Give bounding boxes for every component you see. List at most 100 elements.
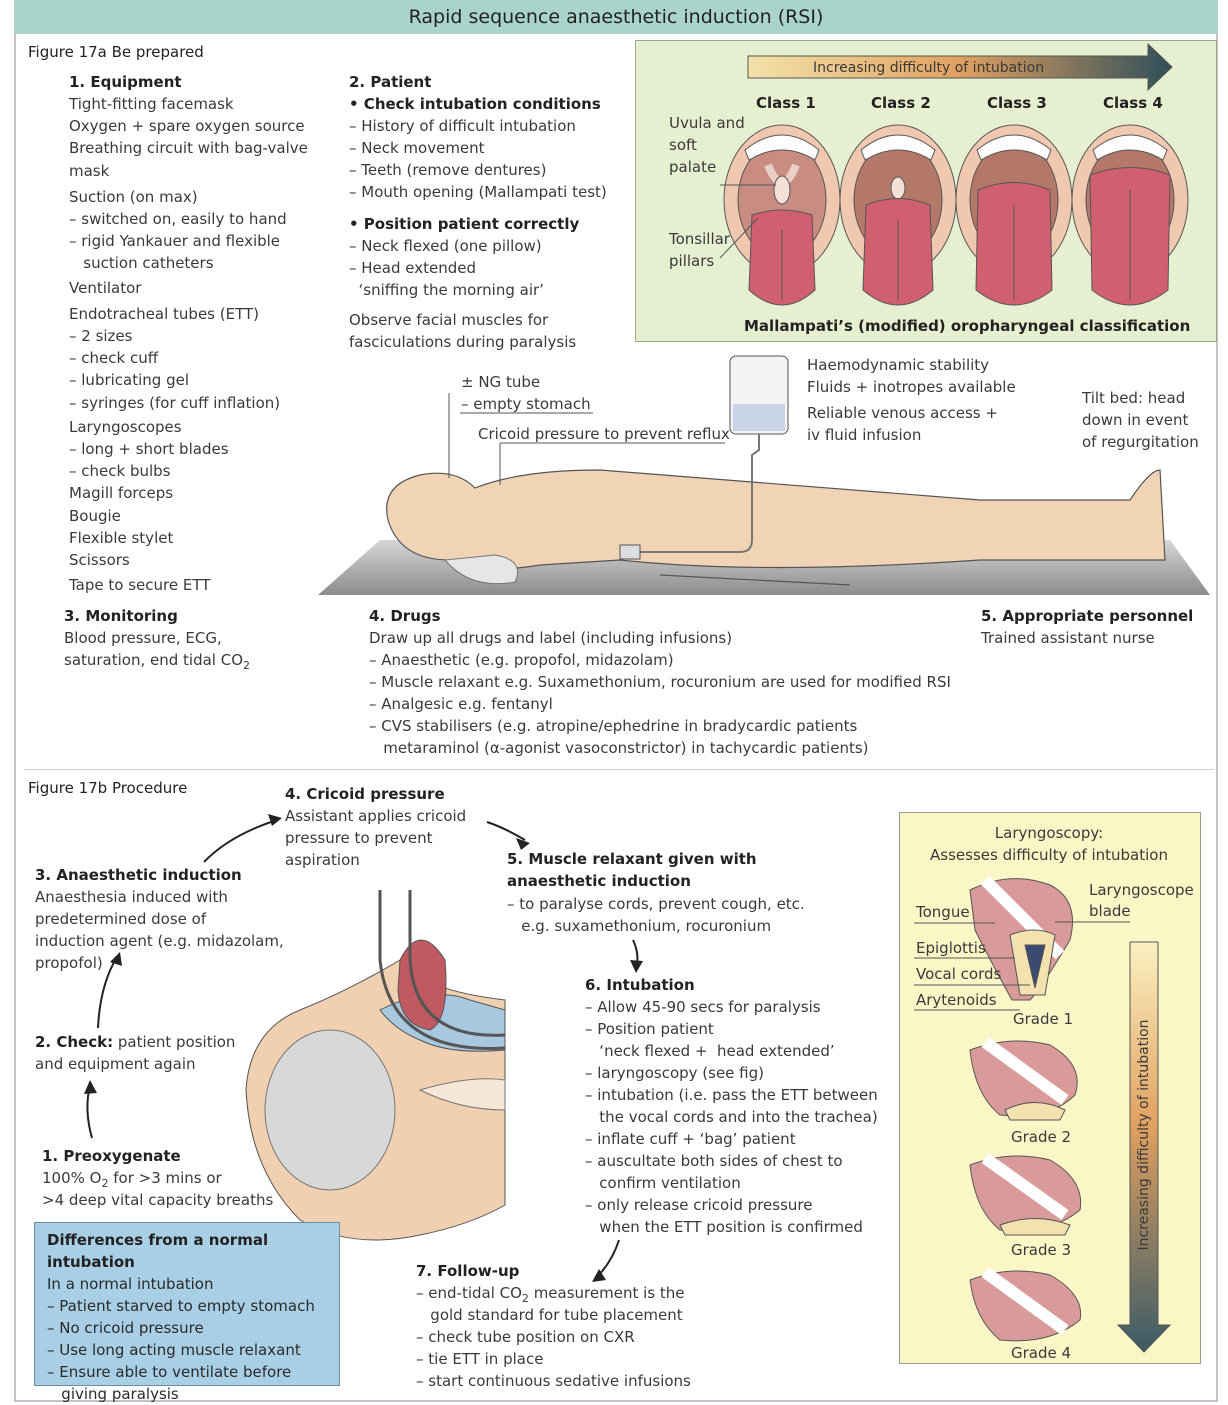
step-6-line: – inflate cuff + ‘bag’ patient (585, 1130, 796, 1148)
laryngoscopy-title-2: Assesses difficulty of intubation (930, 846, 1168, 864)
patient-conditions-list: – History of difficult intubation – Neck… (349, 115, 607, 203)
laryngoscopy-title-1: Laryngoscopy: (994, 824, 1104, 842)
patient-position-list: – Neck flexed (one pillow) – Head extend… (349, 235, 544, 301)
step-6-line: – intubation (i.e. pass the ETT between (585, 1086, 878, 1104)
empty-stomach-label: – empty stomach (461, 395, 591, 413)
haemodynamic-label: Haemodynamic stability Fluids + inotrope… (807, 354, 1016, 398)
step-7-line: – tie ETT in place (416, 1350, 544, 1368)
step-6-line: – Position patient (585, 1020, 714, 1038)
step-7-text-a: – end-tidal CO (416, 1284, 522, 1302)
head-airway-illustration (245, 890, 506, 1241)
step-1-subscript: 2 (101, 1177, 109, 1190)
step-6-line: confirm ventilation (585, 1174, 741, 1192)
equipment-item: Laryngoscopes (69, 417, 182, 436)
cricoid-label: Cricoid pressure to prevent reflux (478, 425, 730, 443)
page-title: Rapid sequence anaesthetic induction (RS… (14, 0, 1218, 34)
differences-heading: Differences from a normal intubation (47, 1231, 269, 1271)
mouth-class-3-icon (955, 124, 1073, 306)
section-divider (24, 769, 1214, 770)
equipment-item: Endotracheal tubes (ETT) (69, 304, 259, 323)
venous-line: Reliable venous access + (807, 404, 998, 422)
step-6-line: – auscultate both sides of chest to (585, 1152, 843, 1170)
step-7-line: – start continuous sedative infusions (416, 1372, 691, 1390)
drugs-item: – CVS stabilisers (e.g. atropine/ephedri… (369, 717, 858, 735)
step-5-line: – to paralyse cords, prevent cough, etc. (507, 895, 805, 913)
step-6-line: ‘neck flexed + head extended’ (585, 1042, 835, 1060)
patient-heading: 2. Patient (349, 73, 432, 91)
step-4-line: aspiration (285, 851, 360, 869)
personnel-line: Trained assistant nurse (981, 629, 1155, 647)
step-6-line: the vocal cords and into the trachea) (585, 1108, 878, 1126)
tonsil-label-line: pillars (669, 252, 715, 270)
step-7-line: gold standard for tube placement (416, 1306, 683, 1324)
equipment-item: mask (69, 161, 110, 180)
tilt-bed-label: Tilt bed: head down in event of regurgit… (1082, 387, 1199, 453)
equipment-item: Flexible stylet (69, 528, 174, 547)
step-6-line: – laryngoscopy (see fig) (585, 1064, 764, 1082)
laryngoscopy-arrow-label: Increasing difficulty of intubation (1136, 1019, 1152, 1251)
differences-list: In a normal intubation – Patient starved… (47, 1273, 327, 1405)
equipment-item: Breathing circuit with bag-valve (69, 139, 308, 158)
patient-item: – Mouth opening (Mallampati test) (349, 183, 607, 201)
mouth-class-1-icon (723, 124, 841, 306)
step-6-line: – Allow 45-90 secs for paralysis (585, 998, 821, 1016)
patient-body-icon (386, 469, 1166, 570)
monitoring-subscript: 2 (243, 659, 251, 672)
step-7-line-1: – end-tidal CO2 measurement is the (416, 1282, 684, 1310)
step-1-text-b: for >3 mins or (108, 1169, 222, 1187)
uvula-label-line: palate (669, 158, 717, 176)
patient-item: – Neck movement (349, 139, 485, 157)
differences-box: Differences from a normal intubation In … (34, 1222, 340, 1403)
mouth-class-2-icon (839, 124, 957, 306)
step-5-line: e.g. suxamethonium, rocuronium (507, 917, 772, 935)
epiglottis-label: Epiglottis (916, 939, 986, 957)
patient-item: fasciculations during paralysis (349, 333, 577, 351)
mallampati-caption: Mallampati’s (modified) oropharyngeal cl… (744, 317, 1191, 335)
laryngoscopy-difficulty-arrow-icon (1116, 941, 1172, 1353)
tonsil-label: Tonsillar pillars (669, 228, 730, 272)
mallampati-class-1-label: Class 1 (756, 94, 816, 112)
equipment-item: – check bulbs (69, 462, 171, 481)
step-7-subscript: 2 (521, 1292, 529, 1305)
step-1-heading: 1. Preoxygenate (42, 1147, 181, 1165)
venous-access-label: Reliable venous access + iv fluid infusi… (807, 402, 998, 446)
mouth-class-4-icon (1071, 124, 1189, 306)
uvula-label-line: soft (669, 136, 697, 154)
step-4-line: pressure to prevent (285, 829, 433, 847)
step-5-heading-2: anaesthetic induction (507, 872, 691, 890)
equipment-item: – 2 sizes (69, 327, 133, 346)
monitoring-line-1: Blood pressure, ECG, (64, 629, 222, 647)
equipment-item: Ventilator (69, 278, 142, 297)
cannula-icon (619, 544, 641, 560)
tonsil-label-line: Tonsillar (669, 230, 730, 248)
equipment-item: suction catheters (69, 254, 214, 273)
patient-arm-icon (659, 574, 851, 586)
figure-17a-label: Figure 17a Be prepared (28, 43, 204, 61)
larynx-grade-2-icon (969, 1037, 1078, 1121)
haemo-line: Haemodynamic stability (807, 356, 990, 374)
equipment-list: Tight-fitting facemask Oxygen + spare ox… (69, 93, 308, 596)
equipment-item: – check cuff (69, 349, 159, 368)
difficulty-arrow-icon (747, 42, 1173, 92)
step-7-heading: 7. Follow-up (416, 1262, 520, 1280)
step-3-line: Anaesthesia induced with (35, 888, 228, 906)
step-6-heading: 6. Intubation (585, 976, 695, 994)
uvula-label: Uvula and soft palate (669, 112, 745, 178)
patient-subheading-position: • Position patient correctly (349, 215, 580, 233)
larynx-grade-3-icon (969, 1153, 1082, 1236)
differences-item: – Ensure able to ventilate before (47, 1363, 292, 1381)
patient-item: – Head extended (349, 259, 476, 277)
larynx-grade-4-icon (969, 1267, 1082, 1342)
mallampati-arrow-label: Increasing difficulty of intubation (813, 60, 1045, 76)
drugs-heading: 4. Drugs (369, 607, 441, 625)
equipment-item: Scissors (69, 551, 130, 570)
equipment-item: – lubricating gel (69, 371, 189, 390)
patient-observe-note: Observe facial muscles for fasciculation… (349, 309, 576, 353)
step-6-line: when the ETT position is confirmed (585, 1218, 863, 1236)
drugs-item: – Analgesic e.g. fentanyl (369, 695, 553, 713)
equipment-item: – syringes (for cuff inflation) (69, 393, 281, 412)
step-2-text: 2. Check: patient position (35, 1031, 235, 1053)
figure-17b-label: Figure 17b Procedure (28, 779, 188, 797)
mallampati-class-4-label: Class 4 (1103, 94, 1163, 112)
personnel-heading: 5. Appropriate personnel (981, 607, 1194, 625)
